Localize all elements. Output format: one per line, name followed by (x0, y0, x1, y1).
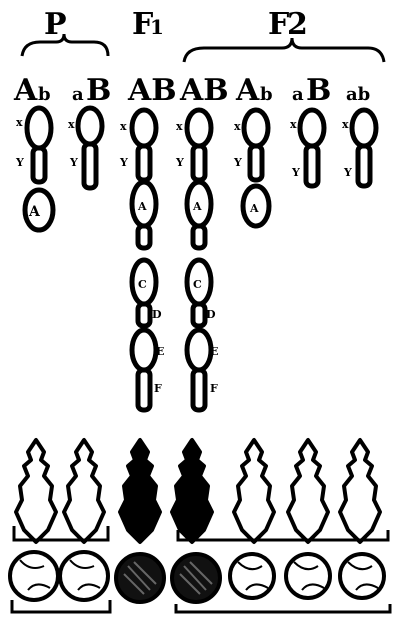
genotype-f2c: a B (292, 73, 331, 108)
svg-text:A: A (137, 200, 147, 213)
svg-text:D: D (152, 308, 162, 321)
svg-text:a: a (292, 84, 304, 105)
svg-text:x: x (290, 118, 297, 131)
genotype-f1: AB (127, 73, 177, 108)
svg-text:A: A (28, 204, 41, 220)
fruit-bracket-p (12, 600, 110, 612)
svg-text:x: x (234, 120, 241, 133)
svg-text:B: B (306, 73, 331, 108)
svg-text:A: A (235, 73, 260, 108)
svg-text:1: 1 (150, 15, 164, 39)
svg-text:Y: Y (69, 156, 78, 169)
svg-text:x: x (176, 120, 183, 133)
genotype-p2: a B (72, 73, 111, 108)
svg-text:x: x (16, 116, 23, 129)
leaf-f2c-icon (288, 440, 328, 542)
svg-text:x: x (120, 120, 127, 133)
leaf-p2-icon (64, 440, 104, 542)
leaf-p1-icon (16, 440, 56, 542)
chromosome-f2c: x Y (290, 110, 324, 186)
chromosome-f2a: A C x Y D E F (175, 110, 218, 410)
genotype-f2b: A b (235, 73, 273, 108)
svg-text:A: A (13, 73, 38, 108)
genotype-f2d: ab (346, 84, 370, 105)
leaf-f1-icon (120, 440, 160, 542)
svg-text:x: x (342, 118, 349, 131)
svg-text:B: B (86, 73, 111, 108)
svg-text:2: 2 (287, 7, 308, 42)
chromosome-f1: A C x Y D E F (119, 110, 164, 410)
leaf-f2a-icon (172, 440, 212, 542)
svg-text:C: C (138, 278, 147, 291)
chromosome-f2d: x Y (342, 110, 376, 186)
svg-text:E: E (210, 345, 218, 358)
svg-text:A: A (192, 200, 202, 213)
svg-text:F: F (154, 382, 162, 395)
chromosome-p1: A x Y (15, 108, 53, 230)
genotype-f2a: AB (179, 73, 229, 108)
generation-f2-label: F 2 (268, 7, 308, 42)
svg-text:Y: Y (119, 156, 128, 169)
genotype-p1: A b (13, 73, 51, 108)
leaf-f2b-icon (234, 440, 274, 542)
svg-text:E: E (156, 345, 164, 358)
fruit-f2c-icon (286, 554, 330, 598)
fruit-f2a-icon (172, 554, 220, 602)
svg-text:Y: Y (233, 156, 242, 169)
svg-text:Y: Y (175, 156, 184, 169)
chromosome-p2: x Y (68, 108, 102, 188)
svg-text:b: b (38, 84, 51, 105)
p-bracket (22, 34, 108, 56)
svg-text:Y: Y (15, 156, 24, 169)
svg-text:D: D (206, 308, 216, 321)
fruit-f1-icon (116, 554, 164, 602)
svg-text:Y: Y (291, 166, 300, 179)
svg-text:x: x (68, 118, 75, 131)
svg-text:b: b (260, 84, 273, 105)
svg-text:C: C (193, 278, 202, 291)
fruit-p2-icon (60, 552, 108, 600)
svg-text:a: a (72, 84, 84, 105)
svg-text:Y: Y (343, 166, 352, 179)
fruit-f2b-icon (230, 554, 274, 598)
svg-text:A: A (249, 202, 259, 215)
chromosome-f2b: A x Y (233, 110, 269, 226)
leaf-f2d-icon (340, 440, 380, 542)
svg-text:F: F (210, 382, 218, 395)
fruit-bracket-f2 (176, 604, 390, 612)
fruit-p1-icon (10, 552, 58, 600)
generation-f1-label: F 1 (132, 7, 164, 42)
fruit-f2d-icon (340, 554, 384, 598)
